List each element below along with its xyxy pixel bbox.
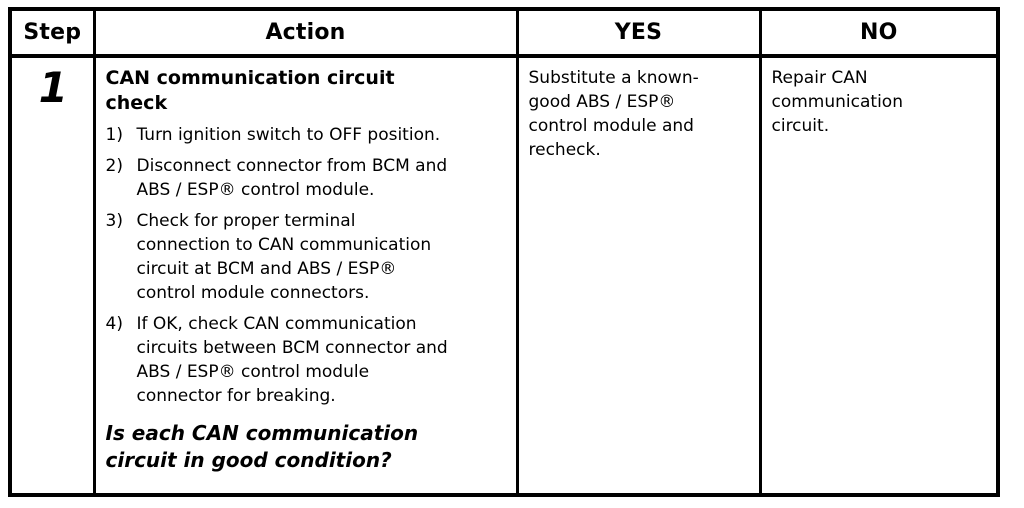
column-header-step: Step	[8, 7, 96, 58]
table-row: 1 CAN communication circuit check 1) Tur…	[8, 54, 1000, 497]
step-number: 1	[38, 63, 68, 112]
action-step-text: Turn ignition switch to OFF position.	[136, 125, 441, 145]
yes-result-text: Substitute a known- good ABS / ESP® cont…	[528, 68, 699, 160]
action-cell: CAN communication circuit check 1) Turn …	[92, 54, 519, 497]
action-step-list: 1) Turn ignition switch to OFF position.…	[106, 123, 508, 408]
action-step-text: If OK, check CAN communication circuits …	[136, 314, 448, 406]
column-header-action: Action	[92, 7, 519, 58]
action-step-item: 1) Turn ignition switch to OFF position.	[106, 123, 508, 147]
action-step-item: 2) Disconnect connector from BCM and ABS…	[106, 154, 508, 202]
action-step-text: Check for proper terminal connection to …	[136, 211, 432, 303]
diagnostic-table: Step Action YES NO 1 CAN communication c…	[8, 7, 1000, 497]
action-step-number: 4)	[105, 314, 123, 334]
action-step-number: 3)	[105, 211, 123, 231]
action-step-item: 4) If OK, check CAN communication circui…	[106, 312, 508, 408]
no-result-cell: Repair CAN communication circuit.	[758, 54, 1000, 497]
yes-result-cell: Substitute a known- good ABS / ESP® cont…	[515, 54, 762, 497]
action-title: CAN communication circuit check	[105, 67, 395, 114]
action-step-number: 2)	[105, 156, 123, 176]
table-header-row: Step Action YES NO	[8, 7, 1000, 58]
no-result-text: Repair CAN communication circuit.	[771, 68, 903, 136]
action-step-text: Disconnect connector from BCM and ABS / …	[136, 156, 448, 200]
step-cell: 1	[8, 54, 96, 497]
action-question: Is each CAN communication circuit in goo…	[105, 421, 419, 472]
action-step-number: 1)	[105, 125, 123, 145]
column-header-yes: YES	[515, 7, 762, 58]
column-header-no: NO	[758, 7, 1000, 58]
action-step-item: 3) Check for proper terminal connection …	[106, 209, 508, 305]
